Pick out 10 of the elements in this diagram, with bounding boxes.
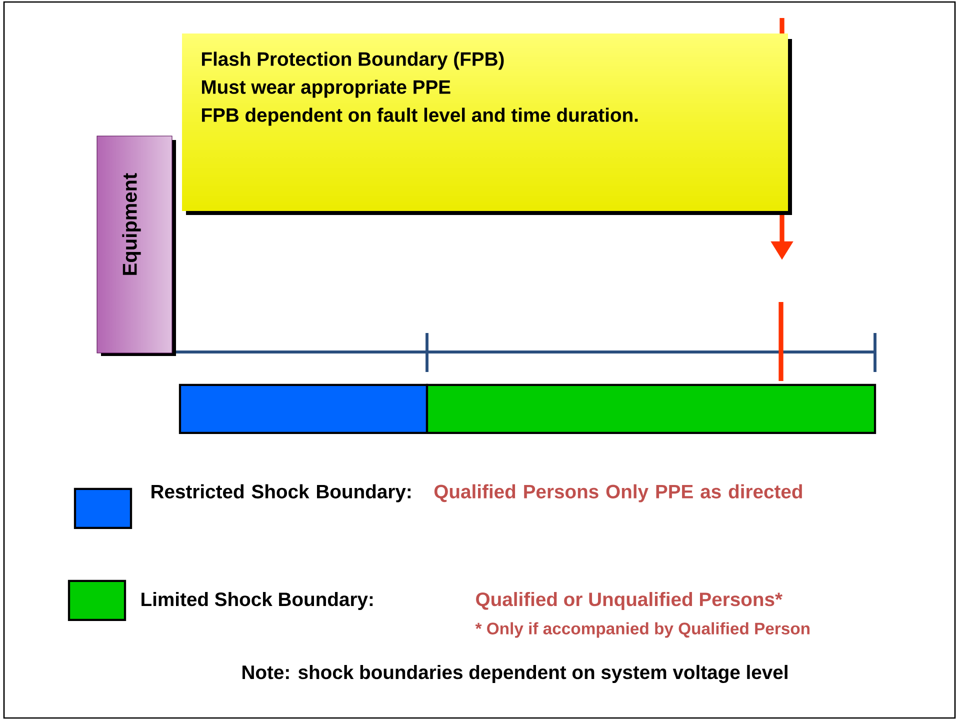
legend-label: Restricted Shock Boundary: xyxy=(152,484,410,502)
text-box: Flash Protection Boundary (FPB) Must wear appropriate PPE FPB dependent on fault level and time duration. xyxy=(182,33,792,215)
boundary-bar xyxy=(178,384,428,434)
equipment-box: Equipment xyxy=(96,136,176,356)
note: Note: shock boundaries dependent on system voltage level xyxy=(242,664,788,684)
access-note: Qualified Persons Only PPE as directed xyxy=(434,484,802,502)
footnote: * Only if accompanied by Qualified Person xyxy=(475,622,810,638)
legend-label: Limited Shock Boundary: xyxy=(142,592,373,610)
boundary-bar xyxy=(426,384,876,434)
access-note: Qualified or Unqualified Persons* xyxy=(476,592,782,610)
